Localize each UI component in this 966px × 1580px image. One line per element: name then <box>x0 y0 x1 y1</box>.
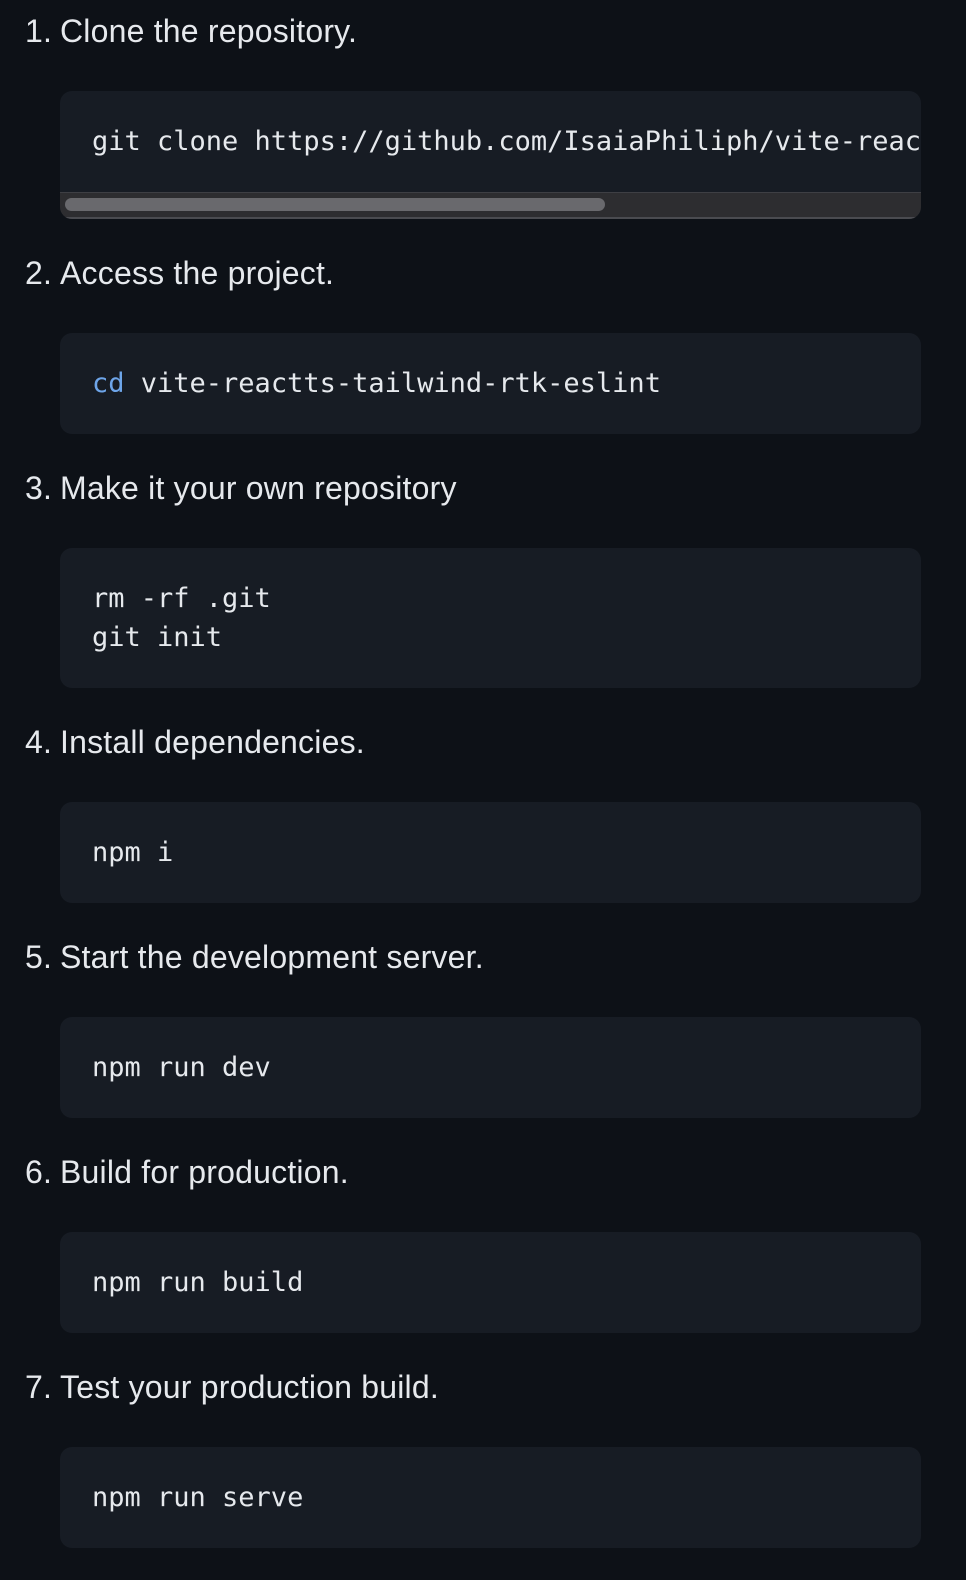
step-item: 5. Start the development server. npm run… <box>0 937 966 1118</box>
step-item: 4. Install dependencies. npm i <box>0 722 966 903</box>
code-text: rm -rf .git git init <box>92 583 271 653</box>
step-heading: 1. Clone the repository. <box>0 11 966 51</box>
step-number: 3. <box>25 470 53 506</box>
step-title: Build for production. <box>60 1154 349 1190</box>
step-number: 2. <box>25 255 53 291</box>
step-item: 7. Test your production build. npm run s… <box>0 1367 966 1548</box>
step-title: Access the project. <box>60 255 335 291</box>
step-title: Make it your own repository <box>60 470 457 506</box>
step-heading: 3. Make it your own repository <box>0 468 966 508</box>
step-heading: 6. Build for production. <box>0 1152 966 1192</box>
step-item: 3. Make it your own repository rm -rf .g… <box>0 468 966 688</box>
code-block: npm i <box>60 802 921 903</box>
code-text: npm i <box>92 837 174 868</box>
step-title: Test your production build. <box>60 1369 439 1405</box>
code-text: cd vite-reactts-tailwind-rtk-eslint <box>60 333 921 434</box>
code-block: npm run serve <box>60 1447 921 1548</box>
step-number: 5. <box>25 939 53 975</box>
code-text: npm run build <box>92 1267 304 1298</box>
code-text: npm run serve <box>92 1482 304 1513</box>
code-text: git clone https://github.com/IsaiaPhilip… <box>92 126 921 157</box>
step-item: 6. Build for production. npm run build <box>0 1152 966 1333</box>
step-heading: 2. Access the project. <box>0 253 966 293</box>
code-block: cd vite-reactts-tailwind-rtk-eslint <box>60 333 921 434</box>
code-block: npm run dev <box>60 1017 921 1118</box>
step-item: 1. Clone the repository. git clone https… <box>0 11 966 219</box>
step-title: Start the development server. <box>60 939 484 975</box>
horizontal-scrollbar-track[interactable] <box>60 192 921 219</box>
horizontal-scrollbar-thumb[interactable] <box>65 198 605 211</box>
step-heading: 7. Test your production build. <box>0 1367 966 1407</box>
code-block: rm -rf .git git init <box>60 548 921 688</box>
code-text: npm run dev <box>92 1052 271 1083</box>
shell-builtin-keyword: cd <box>92 368 125 399</box>
step-number: 6. <box>25 1154 53 1190</box>
step-number: 1. <box>25 13 53 49</box>
step-item: 2. Access the project. cd vite-reactts-t… <box>0 253 966 434</box>
code-argument: vite-reactts-tailwind-rtk-eslint <box>124 368 661 399</box>
step-title: Clone the repository. <box>60 13 358 49</box>
step-heading: 5. Start the development server. <box>0 937 966 977</box>
step-heading: 4. Install dependencies. <box>0 722 966 762</box>
setup-steps-list: 1. Clone the repository. git clone https… <box>0 11 966 1548</box>
step-number: 4. <box>25 724 53 760</box>
code-block: npm run build <box>60 1232 921 1333</box>
step-number: 7. <box>25 1369 53 1405</box>
step-title: Install dependencies. <box>60 724 365 760</box>
code-block: git clone https://github.com/IsaiaPhilip… <box>60 91 921 219</box>
